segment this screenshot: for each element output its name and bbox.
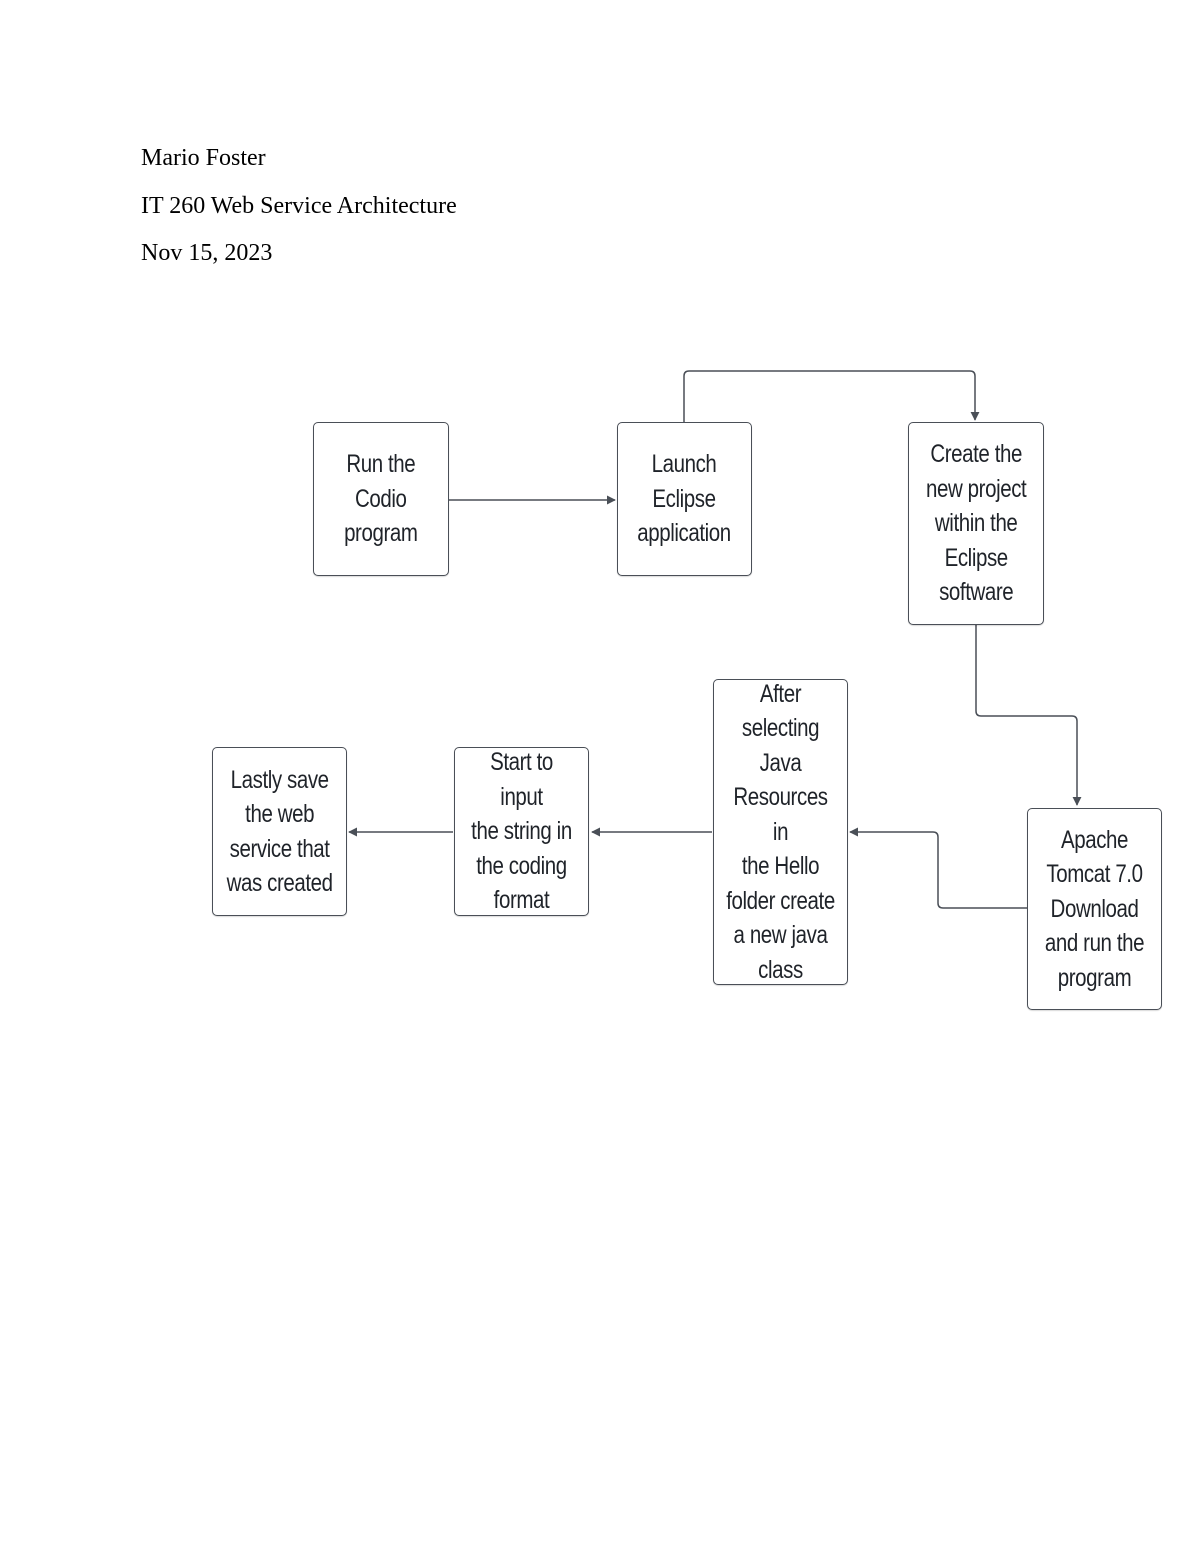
step-apache-tomcat: Apache Tomcat 7.0 Download and run the p… (1027, 808, 1162, 1010)
connector-tomcat-to-java-class (849, 827, 1027, 909)
course-title: IT 260 Web Service Architecture (141, 193, 457, 219)
step-apache-tomcat-label: Apache Tomcat 7.0 Download and run the p… (1044, 825, 1145, 992)
step-save-service: Lastly save the web service that was cre… (212, 747, 347, 916)
step-save-service-label: Lastly save the web service that was cre… (226, 765, 333, 898)
step-new-java-class: After selecting Java Resources in the He… (713, 679, 848, 985)
step-run-codio-label: Run the Codio program (344, 450, 418, 548)
author-name: Mario Foster (141, 145, 266, 171)
connector-eclipse-to-create-project (683, 370, 980, 422)
document-date: Nov 15, 2023 (141, 240, 273, 266)
step-create-project-label: Create the new project within the Eclips… (925, 440, 1027, 607)
connector-create-project-to-tomcat (975, 625, 1082, 806)
step-input-string: Start to input the string in the coding … (454, 747, 589, 916)
step-run-codio: Run the Codio program (313, 422, 449, 576)
step-launch-eclipse-label: Launch Eclipse application (637, 450, 732, 548)
step-new-java-class-label: After selecting Java Resources in the He… (726, 679, 835, 984)
step-input-string-label: Start to input the string in the coding … (471, 748, 572, 915)
step-launch-eclipse: Launch Eclipse application (617, 422, 752, 576)
step-create-project: Create the new project within the Eclips… (908, 422, 1044, 625)
